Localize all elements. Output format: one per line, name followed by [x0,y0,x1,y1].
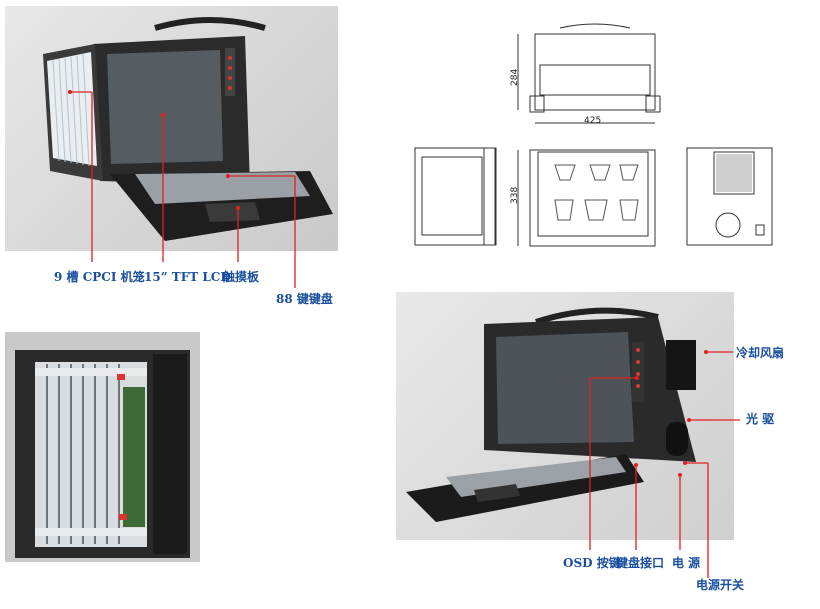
front-view-photo [5,6,338,251]
dimension-drawings [400,20,800,260]
dimension-depth-label: 338 [510,186,520,204]
label-lcd: 15” TFT LCD [144,270,231,284]
cpci-cage-photo [5,332,200,562]
label-touchpad: 触摸板 [223,270,260,284]
side-angle-photo [396,292,734,540]
label-power: 电 源 [672,556,701,570]
label-cooling-fan: 冷却风扇 [736,346,785,360]
dimension-width-label: 425 [584,116,602,126]
label-keyboard: 88 键键盘 [276,292,333,306]
label-osd-keys: OSD 按键 [563,556,621,570]
label-power-switch: 电源开关 [696,578,745,592]
dimension-height-label: 284 [510,68,520,86]
label-optical-drive: 光 驱 [746,412,775,426]
label-cpci-cage: 9 槽 CPCI 机笼 [54,270,145,284]
label-keyboard-port: 键盘接口 [616,556,665,570]
